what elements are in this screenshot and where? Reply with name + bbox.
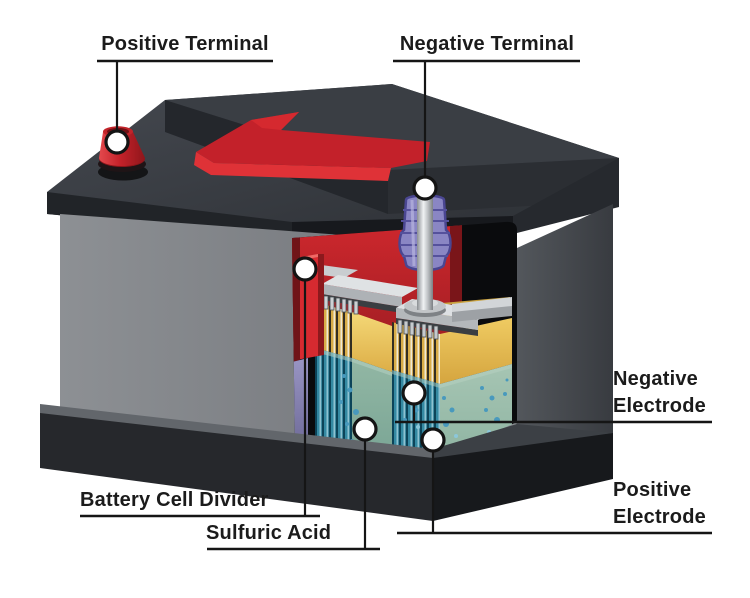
label-positive-electrode: Positive Electrode [613, 479, 706, 528]
callout-dots [104, 129, 446, 453]
label-negative-terminal: Negative Terminal [399, 33, 575, 55]
base-bevel [40, 404, 433, 460]
plate-block-yellow-left [352, 312, 392, 372]
label-sulfuric-acid: Sulfuric Acid [206, 522, 332, 544]
plate-edges-gold-left [315, 302, 352, 358]
body-right-face [517, 204, 613, 462]
strap-tabs-middle [397, 319, 439, 340]
base-right-bevel [433, 424, 613, 458]
lid-raised-block-top [165, 84, 619, 170]
dot-sulfuric-acid [352, 416, 378, 442]
post-stem [417, 194, 433, 310]
dot-negative-terminal [412, 175, 438, 201]
acid-surface-line-left [315, 348, 392, 376]
strap-right [452, 297, 512, 322]
cell-stack-left [315, 302, 392, 460]
dot-positive-terminal [104, 129, 130, 155]
lid-right-lip [513, 158, 619, 234]
label-negative-electrode: Negative Electrode [613, 368, 706, 417]
dot-negative-electrode [401, 380, 427, 406]
dot-positive-electrode [420, 427, 446, 453]
base-right-face [433, 433, 613, 521]
brand-stripe [194, 112, 430, 181]
acid-surface-line-right [392, 364, 512, 388]
strap-tabs-left [323, 295, 359, 315]
battery-base [40, 404, 613, 521]
callout-lines [80, 59, 712, 551]
negative-terminal-post [398, 191, 452, 317]
dot-battery-cell-divider [292, 256, 318, 282]
plate-block-yellow-right [440, 318, 512, 384]
label-battery-cell-divider: Battery Cell Divider [80, 489, 269, 511]
base-front-face [40, 413, 433, 521]
label-positive-terminal: Positive Terminal [101, 33, 269, 55]
lid-front-face-left [47, 192, 292, 238]
